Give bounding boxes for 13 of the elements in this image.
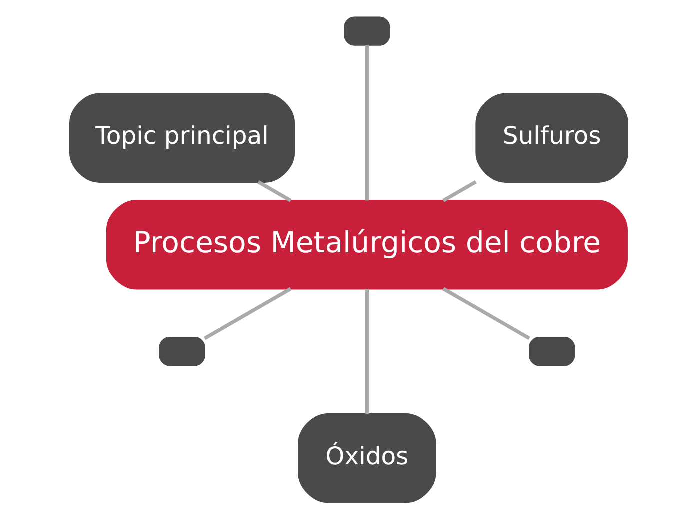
node-box <box>528 337 575 366</box>
node-box <box>158 337 205 366</box>
node-box <box>344 16 390 46</box>
connector <box>256 180 292 202</box>
node-box: Óxidos <box>298 413 436 504</box>
node-box: Topic principal <box>69 93 295 183</box>
connector <box>442 287 530 340</box>
node-box: Sulfuros <box>475 93 628 183</box>
connector <box>442 180 476 202</box>
connector <box>364 289 369 414</box>
node-box: Procesos Metalúrgicos del cobre <box>106 200 628 290</box>
connector <box>203 287 292 340</box>
connector <box>364 45 369 201</box>
